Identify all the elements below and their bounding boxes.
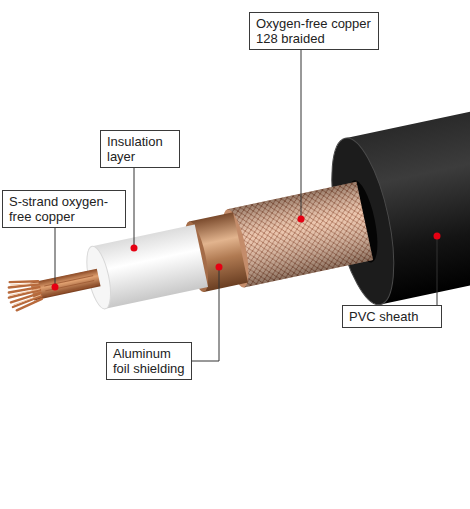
callout-box: Insulation layer xyxy=(100,130,180,168)
callout-dot xyxy=(434,233,441,240)
leader-line xyxy=(437,236,438,305)
leader-line xyxy=(192,267,219,361)
copper-conductor-part xyxy=(7,279,41,305)
copper-conductor-part xyxy=(43,271,95,296)
leader-line xyxy=(301,50,302,219)
callout-dot xyxy=(131,245,138,252)
leader-line xyxy=(55,228,56,287)
callout-box: Aluminum foil shielding xyxy=(106,342,192,380)
copper-conductor-part xyxy=(6,276,43,311)
callout-dot xyxy=(216,264,223,271)
callout-label: S-strand oxygen-free copper xyxy=(9,194,119,224)
leader-line xyxy=(134,168,135,248)
copper-braid-part xyxy=(227,182,373,288)
callout-label: Insulation layer xyxy=(107,134,173,164)
copper-conductor xyxy=(6,264,102,311)
callout-label: Oxygen-free copper 128 braided xyxy=(256,16,372,46)
insulation-layer xyxy=(82,224,208,311)
callout-dot xyxy=(298,216,305,223)
callout-label: PVC sheath xyxy=(349,309,435,324)
callout-box: S-strand oxygen-free copper xyxy=(2,190,126,228)
callout-box: Oxygen-free copper 128 braided xyxy=(249,12,379,50)
callout-dot xyxy=(52,284,59,291)
callout-label: Aluminum foil shielding xyxy=(113,346,185,376)
callout-box: PVC sheath xyxy=(342,305,442,328)
copper-braid-part xyxy=(227,182,373,288)
